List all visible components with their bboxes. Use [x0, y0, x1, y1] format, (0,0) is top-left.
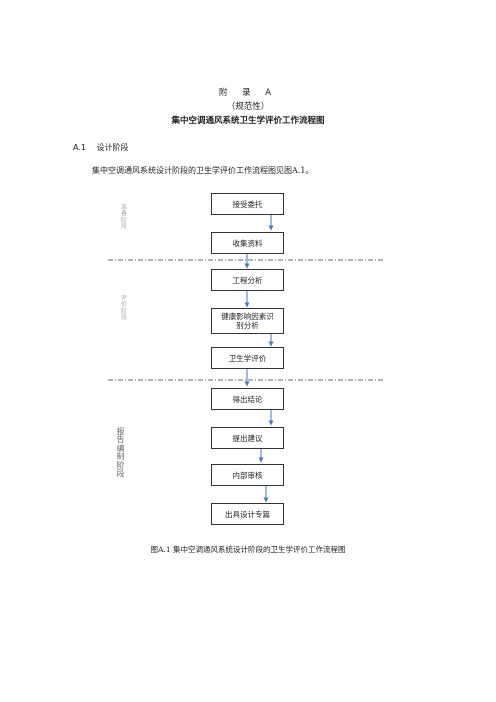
flow-step-conclusion: 得出结论 — [211, 388, 284, 410]
flow-step-collect-data: 收集资料 — [211, 232, 284, 254]
flow-step-internal-review: 内部审核 — [211, 464, 284, 486]
stage-label-prepare: 准备阶段 — [120, 204, 127, 230]
stage-label-report: 报告编制阶段 — [116, 427, 125, 478]
section-title: 设计阶段 — [96, 143, 129, 152]
appendix-title: 集中空调通风系统卫生学评价工作流程图 — [171, 116, 325, 126]
flow-step-issue-design-chapter: 出具设计专篇 — [211, 503, 284, 525]
section-intro: 集中空调通风系统设计阶段的卫生学评价工作流程图见图A.1。 — [92, 166, 314, 175]
stage-label-evaluate: 评价阶段 — [120, 295, 127, 321]
normative-label: （规范性） — [226, 102, 270, 112]
flow-step-recommendations: 提出建议 — [211, 427, 284, 449]
flow-step-engineering-analysis: 工程分析 — [211, 269, 284, 291]
section-heading: A.1 设计阶段 — [73, 142, 129, 153]
section-number: A.1 — [73, 143, 86, 152]
flow-step-health-factor-analysis: 健康影响因素识别分析 — [211, 308, 284, 334]
figure-caption: 图A.1 集中空调通风系统设计阶段的卫生学评价工作流程图 — [150, 545, 346, 554]
flow-step-accept-commission: 接受委托 — [211, 193, 284, 215]
flow-step-hygiene-evaluation: 卫生学评价 — [211, 347, 284, 369]
appendix-label: 附 录 A — [218, 88, 278, 98]
